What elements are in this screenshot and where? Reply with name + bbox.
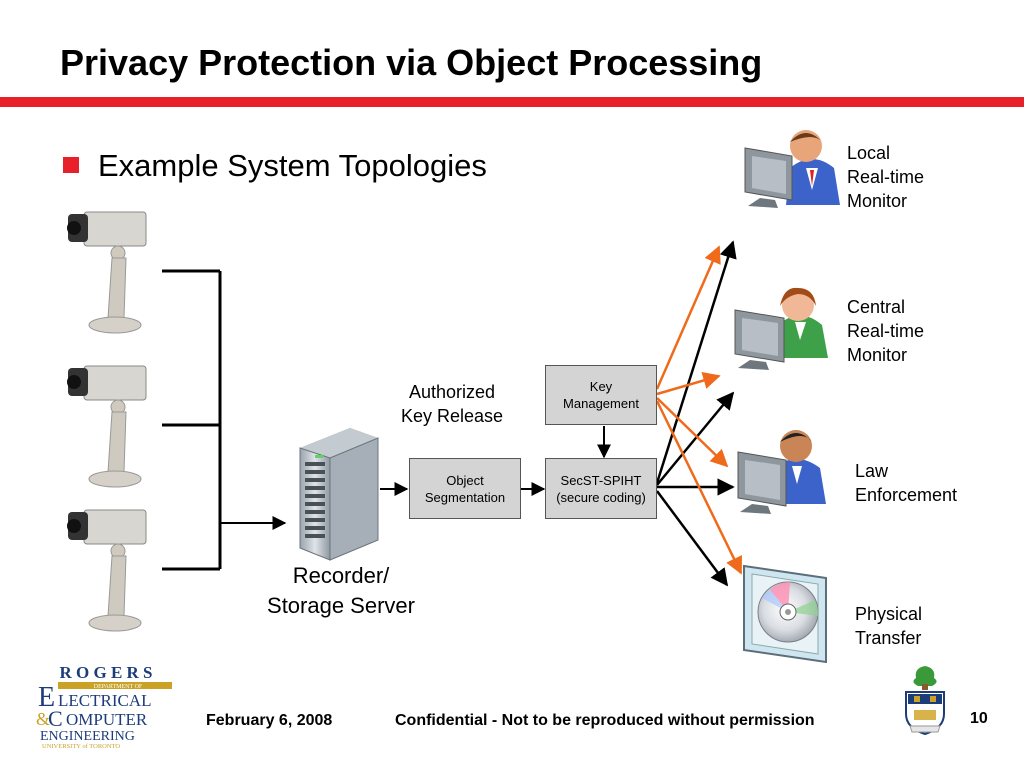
svg-text:&: & <box>36 709 50 729</box>
key-management-box: Key Management <box>545 365 657 425</box>
cd-case-icon <box>743 564 827 664</box>
camera-icon <box>67 365 147 488</box>
svg-text:E: E <box>38 682 55 713</box>
law-enforcement-label: Law Enforcement <box>855 461 958 505</box>
svg-text:LECTRICAL: LECTRICAL <box>58 691 152 710</box>
camera-connection-lines <box>162 269 222 571</box>
secst-spiht-box: SecST-SPIHT (secure coding) <box>545 458 657 519</box>
svg-text:R O G E R S: R O G E R S <box>59 663 152 682</box>
svg-text:UNIVERSITY of TORONTO: UNIVERSITY of TORONTO <box>42 743 120 750</box>
local-monitor-user-icon <box>744 130 840 208</box>
local-monitor-label: Local Real-time Monitor <box>847 143 925 211</box>
svg-text:ENGINEERING: ENGINEERING <box>40 729 135 744</box>
key-release-arrows-orange <box>655 245 743 575</box>
slide-title: Privacy Protection via Object Processing <box>60 42 763 83</box>
svg-text:C: C <box>48 706 63 731</box>
footer-date: February 6, 2008 <box>206 712 333 729</box>
svg-text:DEPARTMENT OF: DEPARTMENT OF <box>94 684 143 690</box>
footer-confidential-notice: Confidential - Not to be reproduced with… <box>395 712 815 729</box>
server-icon <box>299 428 379 561</box>
physical-transfer-label: Physical Transfer <box>855 604 923 648</box>
object-segmentation-box: Object Segmentation <box>409 458 521 519</box>
bullet-text: Example System Topologies <box>98 148 487 183</box>
authorized-key-release-label: Authorized Key Release <box>400 382 504 426</box>
svg-text:OMPUTER: OMPUTER <box>66 710 148 729</box>
university-crest-logo <box>905 666 945 736</box>
rogers-ece-logo: R O G E R S DEPARTMENT OF E LECTRICAL & … <box>36 662 174 750</box>
camera-icon <box>67 211 147 334</box>
central-monitor-label: Central Real-time Monitor <box>847 297 925 365</box>
bullet-square-icon <box>63 157 79 173</box>
central-monitor-user-icon <box>734 287 828 370</box>
recorder-server-label: Recorder/ Storage Server <box>267 563 415 618</box>
page-number: 10 <box>970 710 988 727</box>
title-underline-bar <box>0 97 1024 107</box>
camera-icon <box>67 509 147 632</box>
output-arrows-black <box>655 240 737 587</box>
law-enforcement-user-icon <box>737 430 826 514</box>
